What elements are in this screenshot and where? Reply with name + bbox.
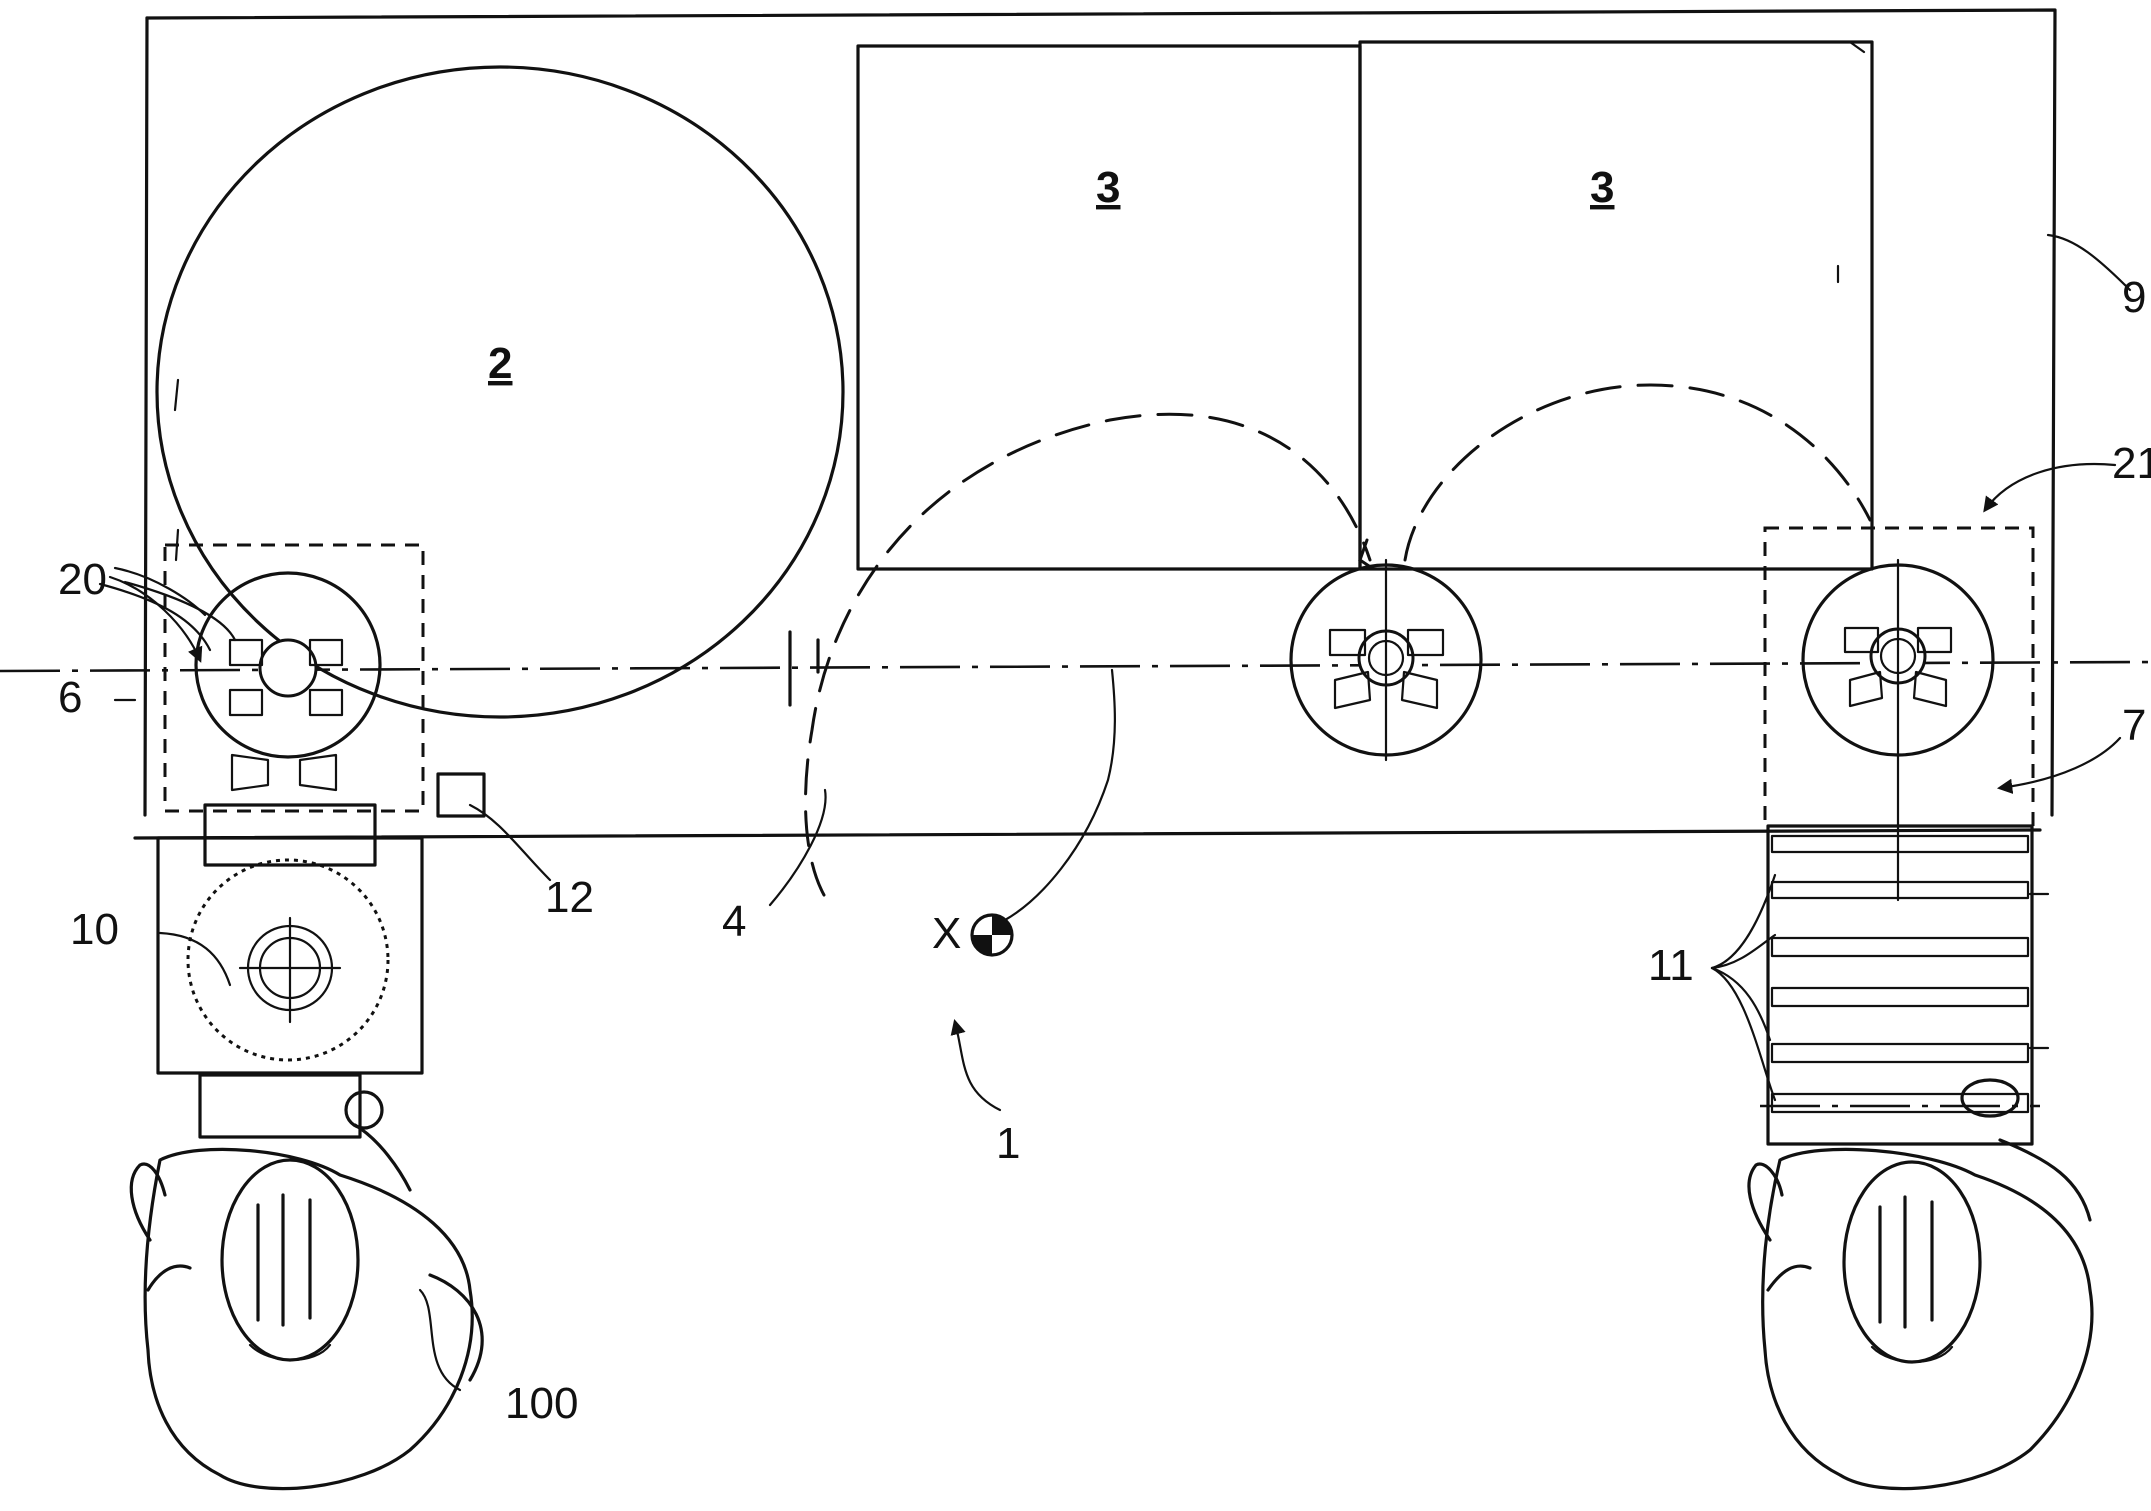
wheel-unit-right [1801,558,1995,902]
centre-line [0,630,2151,707]
label-4: 4 [722,897,746,946]
operator-right [1747,1138,2094,1491]
storage-units [856,40,1874,571]
label-12: 12 [545,873,594,922]
reference-labels: 2 3 3 9 21 7 20 6 10 12 4 X 1 11 100 [58,163,2151,1428]
entry-station [156,543,486,1139]
centre-of-gravity-marker [970,913,1014,957]
label-21: 21 [2112,439,2151,488]
label-2: 2 [488,339,512,388]
label-10: 10 [70,905,119,954]
label-11: 11 [1648,941,1694,990]
wheel-unit-middle [1289,558,1483,762]
label-7: 7 [2122,701,2146,750]
label-x: X [932,909,961,958]
label-9: 9 [2122,273,2146,322]
label-3-left: 3 [1096,163,1120,212]
label-3-right: 3 [1590,163,1614,212]
operator-left [129,1123,484,1491]
conveyor-rollers [1760,824,2050,1146]
outer-frame [133,8,2057,840]
label-6: 6 [58,673,82,722]
label-20: 20 [58,555,107,604]
label-100: 100 [505,1379,578,1428]
label-1: 1 [996,1119,1020,1168]
swing-arcs [804,383,1872,897]
leader-lines [98,233,2132,1392]
large-circle-drum [155,65,845,719]
